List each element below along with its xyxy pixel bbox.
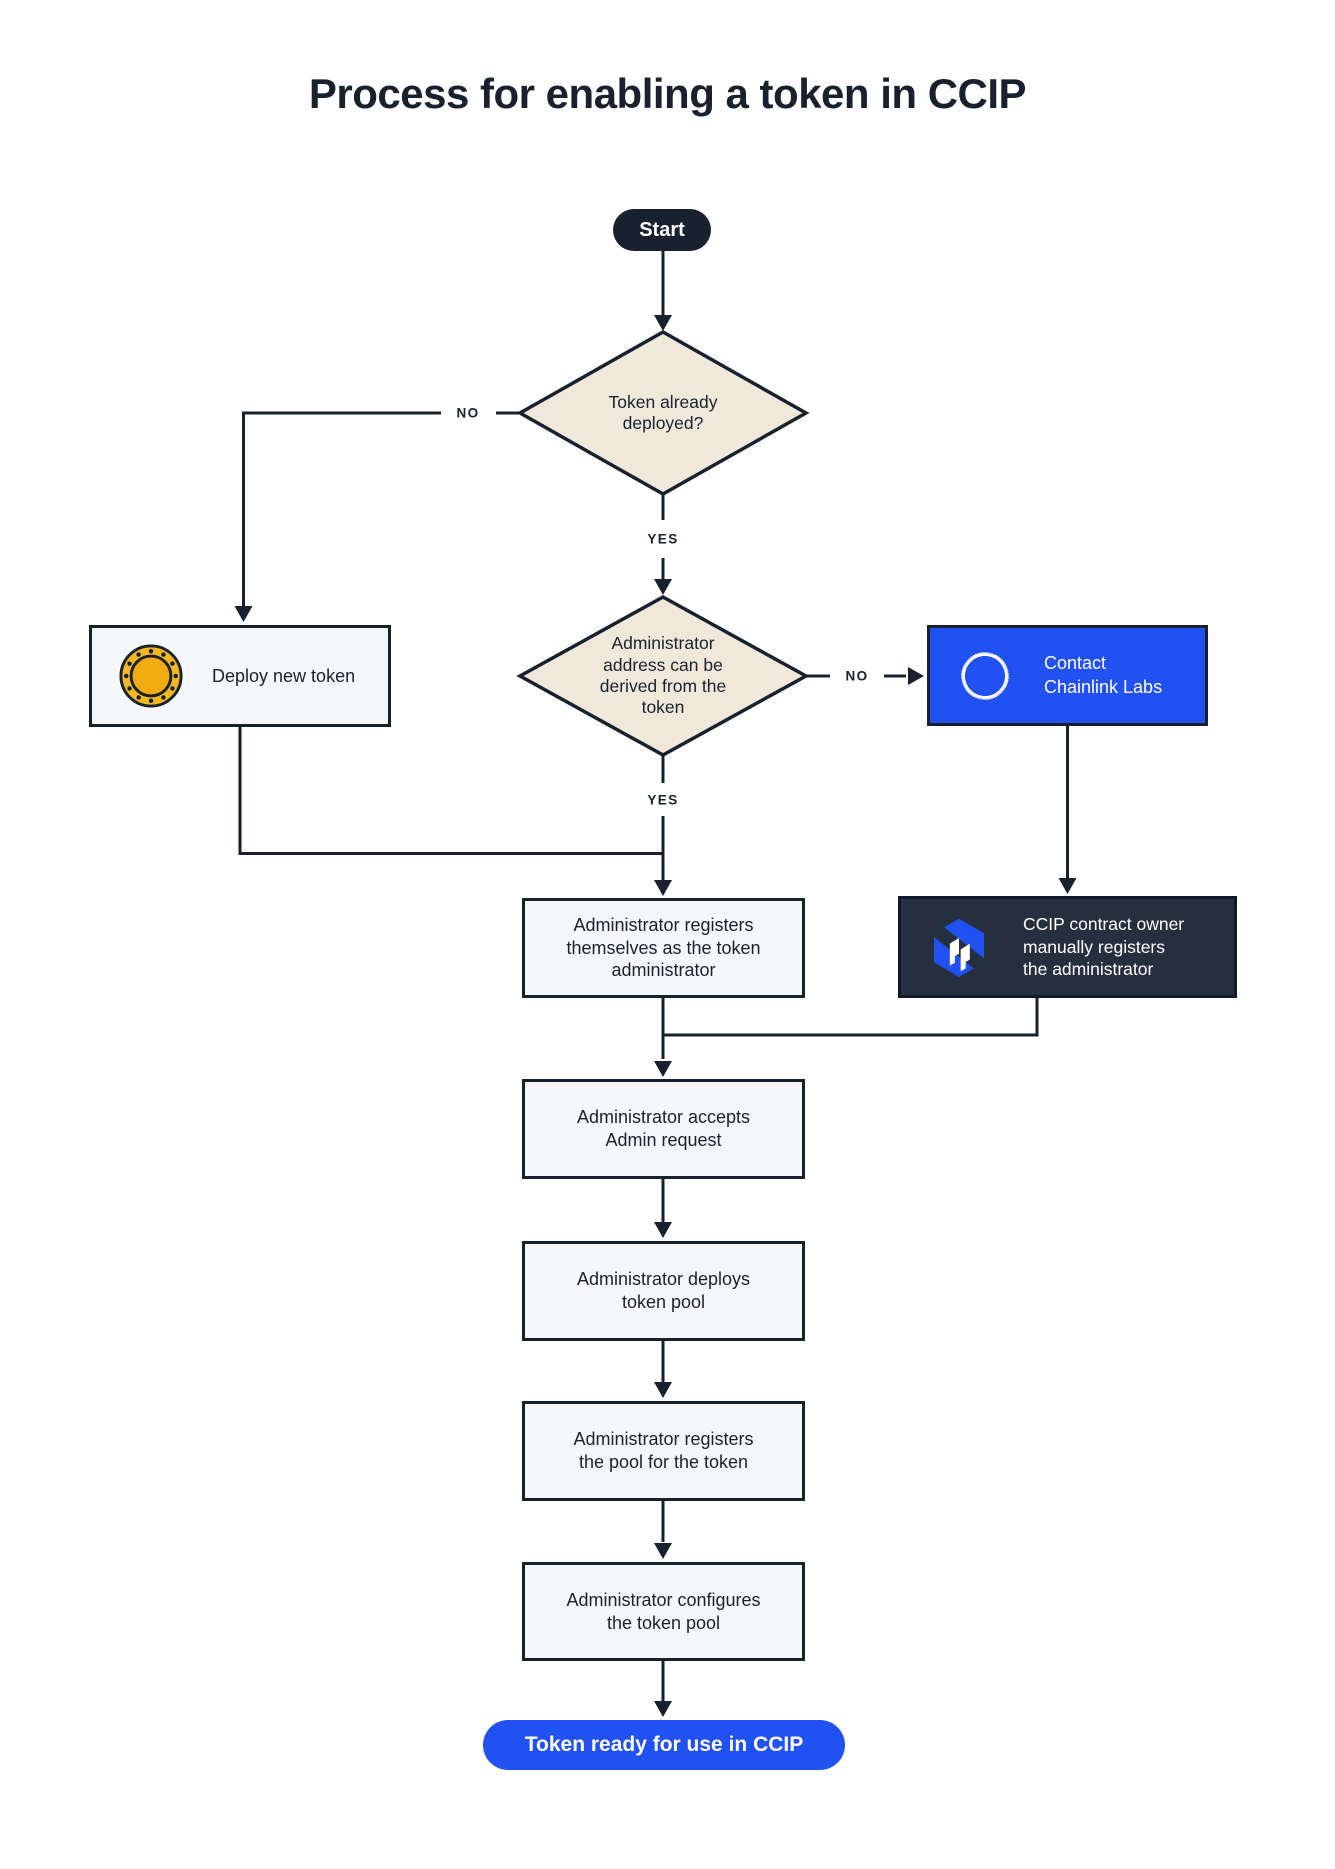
decision-token-deployed-diamond: [516, 329, 810, 497]
edge-deploy-merge: [238, 727, 662, 855]
token-ready-node: Token ready for use in CCIP: [483, 1720, 845, 1770]
coin-icon: [119, 644, 183, 708]
ccip-owner-registers-node: CCIP contract owner manually registers t…: [898, 896, 1237, 998]
admin-registers-node: Administrator registers themselves as th…: [522, 898, 805, 998]
arrowhead: [654, 579, 672, 595]
admin-deploys-pool-node: Administrator deploys token pool: [522, 1241, 805, 1341]
edge-label-yes-1: YES: [645, 531, 681, 547]
start-node: Start: [613, 209, 711, 251]
edge-ccipowner-merge: [664, 998, 1039, 1037]
contact-chainlink-label: Contact Chainlink Labs: [1044, 653, 1163, 697]
arrowhead: [908, 667, 924, 685]
arrowhead: [654, 880, 672, 896]
admin-accepts-node: Administrator accepts Admin request: [522, 1079, 805, 1179]
arrowhead: [654, 1061, 672, 1077]
admin-registers-pool-node: Administrator registers the pool for the…: [522, 1401, 805, 1501]
chainlink-icon: [961, 651, 1009, 700]
edge-decision1-no: [242, 411, 441, 606]
ccip-icon: [934, 918, 984, 977]
arrowhead: [654, 1222, 672, 1238]
ccip-owner-registers-label: CCIP contract owner manually registers t…: [1023, 913, 1185, 980]
arrowhead: [654, 315, 672, 331]
page-title: Process for enabling a token in CCIP: [308, 70, 1027, 117]
edge-label-no-1: NO: [454, 405, 482, 421]
arrowhead: [234, 606, 253, 622]
admin-configures-pool-node: Administrator configures the token pool: [522, 1562, 805, 1661]
decision-admin-derivable-diamond: [516, 595, 810, 757]
arrowhead: [654, 1543, 672, 1559]
start-label: Start: [639, 218, 685, 241]
edge-label-yes-2: YES: [645, 792, 681, 808]
arrowhead: [654, 1382, 672, 1398]
deploy-new-token-node: Deploy new token: [89, 625, 391, 727]
edge-label-no-2: NO: [843, 668, 871, 684]
arrowhead: [654, 1701, 672, 1717]
contact-chainlink-node: Contact Chainlink Labs: [927, 625, 1208, 726]
arrowhead: [1058, 878, 1077, 894]
deploy-new-token-label: Deploy new token: [212, 665, 356, 686]
decision-admin-derivable-label: Administrator address can be derived fro…: [599, 633, 727, 718]
decision-token-deployed-label: Token already deployed?: [608, 391, 718, 433]
token-ready-label: Token ready for use in CCIP: [524, 1733, 804, 1756]
